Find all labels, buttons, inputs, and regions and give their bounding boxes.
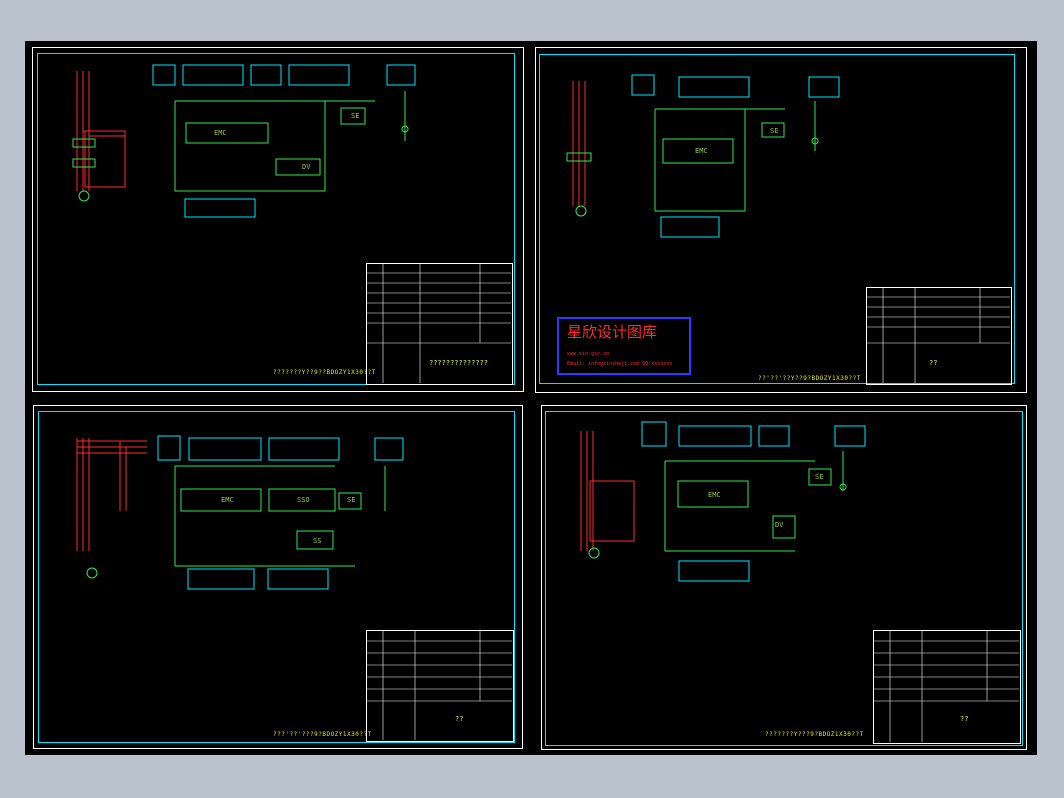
sheet-2-border — [539, 54, 1015, 384]
drawing-sheet-3 — [33, 405, 523, 749]
sheet-3-block-emc: EMC — [221, 496, 234, 504]
sheet-3-title: ?? — [455, 715, 464, 723]
watermark-box: 星欣设计图库 www.xin.gsc.cn Email: info@xinshe… — [557, 317, 691, 375]
sheet-1-block-emc: EMC — [214, 129, 227, 137]
sheet-3-block-ss: SS — [313, 537, 322, 545]
sheet-3-block-sso: SSO — [297, 496, 310, 504]
sheet-4-block-dv: DV — [775, 521, 784, 529]
drawing-sheet-4 — [541, 405, 1027, 750]
drawing-sheet-2 — [535, 47, 1027, 393]
sheet-4-drawing-code: ???????Y???9?BDOZ1X30??T — [765, 731, 864, 738]
sheet-4-block-se: SE — [815, 473, 824, 481]
sheet-2-block-emc: EMC — [695, 147, 708, 155]
watermark-line1: www.xin.gsc.cn — [567, 351, 610, 357]
sheet-3-wiring — [76, 435, 404, 590]
sheet-4-title: ?? — [960, 715, 969, 723]
sheet-1-title: ?????????????? — [429, 359, 489, 367]
wiring-graphics — [72, 64, 1019, 742]
sheet-2-title: ?? — [929, 359, 938, 367]
sheet-4-title-block — [873, 630, 1021, 744]
sheet-4-wiring — [580, 421, 866, 582]
watermark-line2: Email: info@xinsheji.com QQ:xxxxxxx — [567, 361, 673, 367]
sheet-2-block-se: SE — [770, 127, 779, 135]
sheet-2-drawing-code: ??'??'??Y??9?BDOZY1X30??T — [758, 375, 861, 382]
sheet-4-block-emc: EMC — [708, 491, 721, 499]
sheet-3-block-se: SE — [347, 496, 356, 504]
sheet-2-wiring — [566, 74, 840, 238]
drawing-sheet-1 — [32, 47, 524, 392]
sheet-1-block-se: SE — [351, 112, 360, 120]
sheet-1-wiring — [72, 64, 416, 218]
sheet-1-title-block — [366, 263, 513, 385]
sheet-1-block-dv: DV — [302, 163, 311, 171]
sheet-2-title-block — [866, 287, 1012, 385]
sheet-3-title-block — [366, 630, 514, 742]
sheet-3-border — [38, 411, 515, 743]
cad-canvas[interactable]: EMC DV SE ???????Y??9??BDOZY1X30??T ????… — [25, 41, 1037, 755]
sheet-1-drawing-code: ???????Y??9??BDOZY1X30??T — [273, 369, 376, 376]
sheet-3-drawing-code: ???'??'???9?BDOZY1X30??T — [273, 731, 372, 738]
watermark-title: 星欣设计图库 — [567, 323, 658, 341]
sheet-1-border — [37, 53, 515, 385]
title-block-grids — [366, 263, 1019, 742]
sheet-4-border — [545, 411, 1023, 746]
